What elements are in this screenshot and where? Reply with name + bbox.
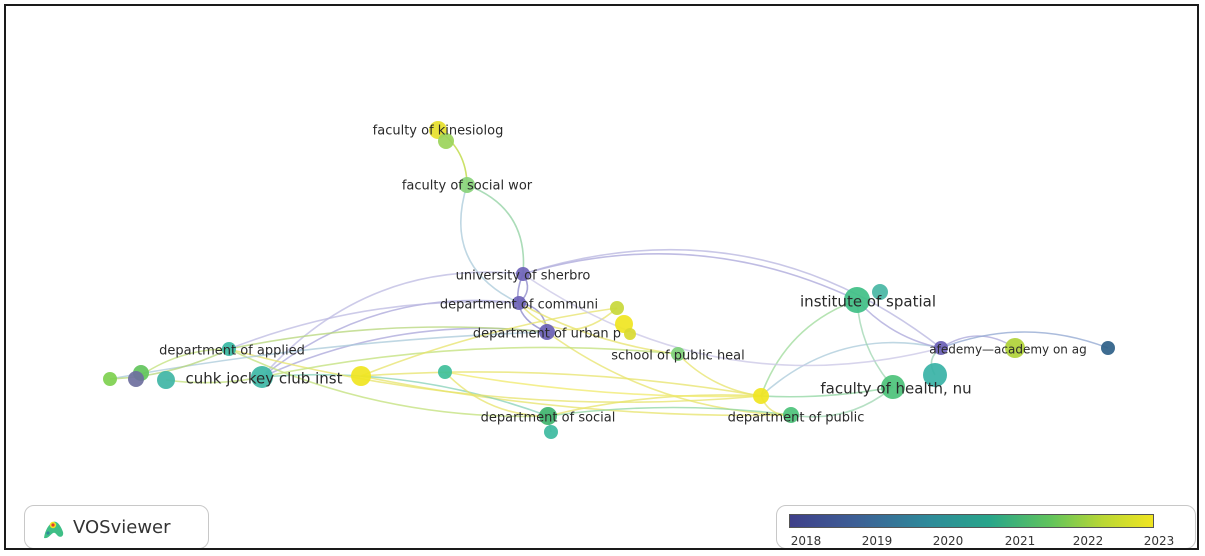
- network-link: [228, 348, 549, 418]
- network-map[interactable]: faculty of kinesiolog faculty of social w…: [6, 6, 1197, 548]
- network-link: [518, 302, 679, 355]
- node-label[interactable]: school of public heal: [611, 349, 745, 364]
- network-node[interactable]: [251, 366, 273, 388]
- network-link: [522, 273, 942, 367]
- network-link: [261, 271, 524, 378]
- vosviewer-wordmark: VOSviewer: [73, 517, 171, 538]
- node-label[interactable]: afedemy—academy on ag: [929, 343, 1086, 357]
- node-label[interactable]: department of applied: [159, 344, 305, 359]
- network-link: [261, 373, 549, 417]
- network-node-unlabeled[interactable]: [438, 133, 454, 149]
- network-link: [940, 331, 1109, 349]
- network-link: [360, 375, 792, 417]
- network-link: [547, 406, 792, 417]
- legend-tick: 2018: [790, 534, 822, 548]
- network-node[interactable]: [539, 324, 555, 340]
- network-node[interactable]: [539, 407, 557, 425]
- network-node-unlabeled[interactable]: [128, 371, 144, 387]
- network-link: [760, 386, 894, 398]
- vosviewer-logo: VOSviewer: [24, 505, 209, 548]
- network-node-unlabeled[interactable]: [923, 363, 947, 387]
- network-node-unlabeled[interactable]: [872, 284, 888, 300]
- network-link: [677, 353, 762, 397]
- network-node[interactable]: [512, 296, 526, 310]
- node-label[interactable]: faculty of health, nu: [820, 380, 971, 398]
- legend-tick: 2022: [1072, 534, 1104, 548]
- network-link: [790, 386, 894, 418]
- network-node-unlabeled[interactable]: [351, 366, 371, 386]
- network-canvas[interactable]: faculty of kinesiolog faculty of social w…: [4, 4, 1199, 550]
- network-node-unlabeled[interactable]: [1005, 338, 1025, 358]
- node-label[interactable]: university of sherbro: [456, 269, 591, 284]
- network-node-unlabeled[interactable]: [438, 365, 452, 379]
- node-label[interactable]: department of social: [481, 411, 616, 426]
- network-node[interactable]: [671, 347, 685, 361]
- node-label[interactable]: faculty of kinesiolog: [373, 124, 504, 139]
- network-link: [444, 371, 762, 398]
- network-link: [760, 299, 858, 397]
- network-link: [261, 346, 679, 378]
- node-label[interactable]: institute of spatial: [800, 293, 936, 311]
- network-link: [460, 184, 520, 304]
- network-link: [760, 341, 942, 397]
- network-node[interactable]: [934, 341, 948, 355]
- legend-tick: 2020: [932, 534, 964, 548]
- legend-tick: 2019: [861, 534, 893, 548]
- network-link: [466, 184, 525, 275]
- network-labels: faculty of kinesiolog faculty of social w…: [159, 124, 1087, 426]
- network-node-unlabeled[interactable]: [157, 371, 175, 389]
- node-label[interactable]: department of urban p: [473, 327, 621, 342]
- network-link: [360, 307, 618, 377]
- vosviewer-icon: [44, 521, 64, 539]
- network-node[interactable]: [844, 287, 870, 313]
- network-node-unlabeled[interactable]: [103, 372, 117, 386]
- network-node[interactable]: [881, 375, 905, 399]
- node-label[interactable]: department of communi: [440, 298, 598, 313]
- network-link: [547, 394, 762, 417]
- network-node-unlabeled[interactable]: [610, 301, 624, 315]
- network-link: [444, 371, 549, 417]
- network-node-unlabeled[interactable]: [544, 425, 558, 439]
- network-node-unlabeled[interactable]: [1101, 341, 1115, 355]
- node-label[interactable]: faculty of social wor: [402, 179, 533, 194]
- node-label[interactable]: cuhk jockey club inst: [186, 370, 343, 388]
- year-colorbar: [789, 514, 1154, 528]
- network-link: [522, 248, 942, 349]
- legend-tick: 2023: [1143, 534, 1175, 548]
- network-node[interactable]: [222, 342, 236, 356]
- network-link: [228, 301, 520, 350]
- network-node-unlabeled[interactable]: [753, 388, 769, 404]
- network-nodes[interactable]: [103, 121, 1115, 439]
- network-link: [518, 302, 618, 331]
- network-node[interactable]: [783, 407, 799, 423]
- network-link: [261, 299, 520, 378]
- network-node[interactable]: [516, 267, 530, 281]
- network-link: [360, 371, 762, 397]
- network-link: [109, 348, 230, 380]
- network-node[interactable]: [459, 177, 475, 193]
- node-label[interactable]: department of public: [728, 411, 865, 426]
- network-link: [546, 331, 792, 416]
- network-node-unlabeled[interactable]: [624, 328, 636, 340]
- legend-tick: 2021: [1004, 534, 1036, 548]
- network-link: [522, 253, 858, 301]
- overlay-color-legend: 2018 2019 2020 2021 2022 2023: [776, 505, 1196, 548]
- network-link: [228, 348, 762, 403]
